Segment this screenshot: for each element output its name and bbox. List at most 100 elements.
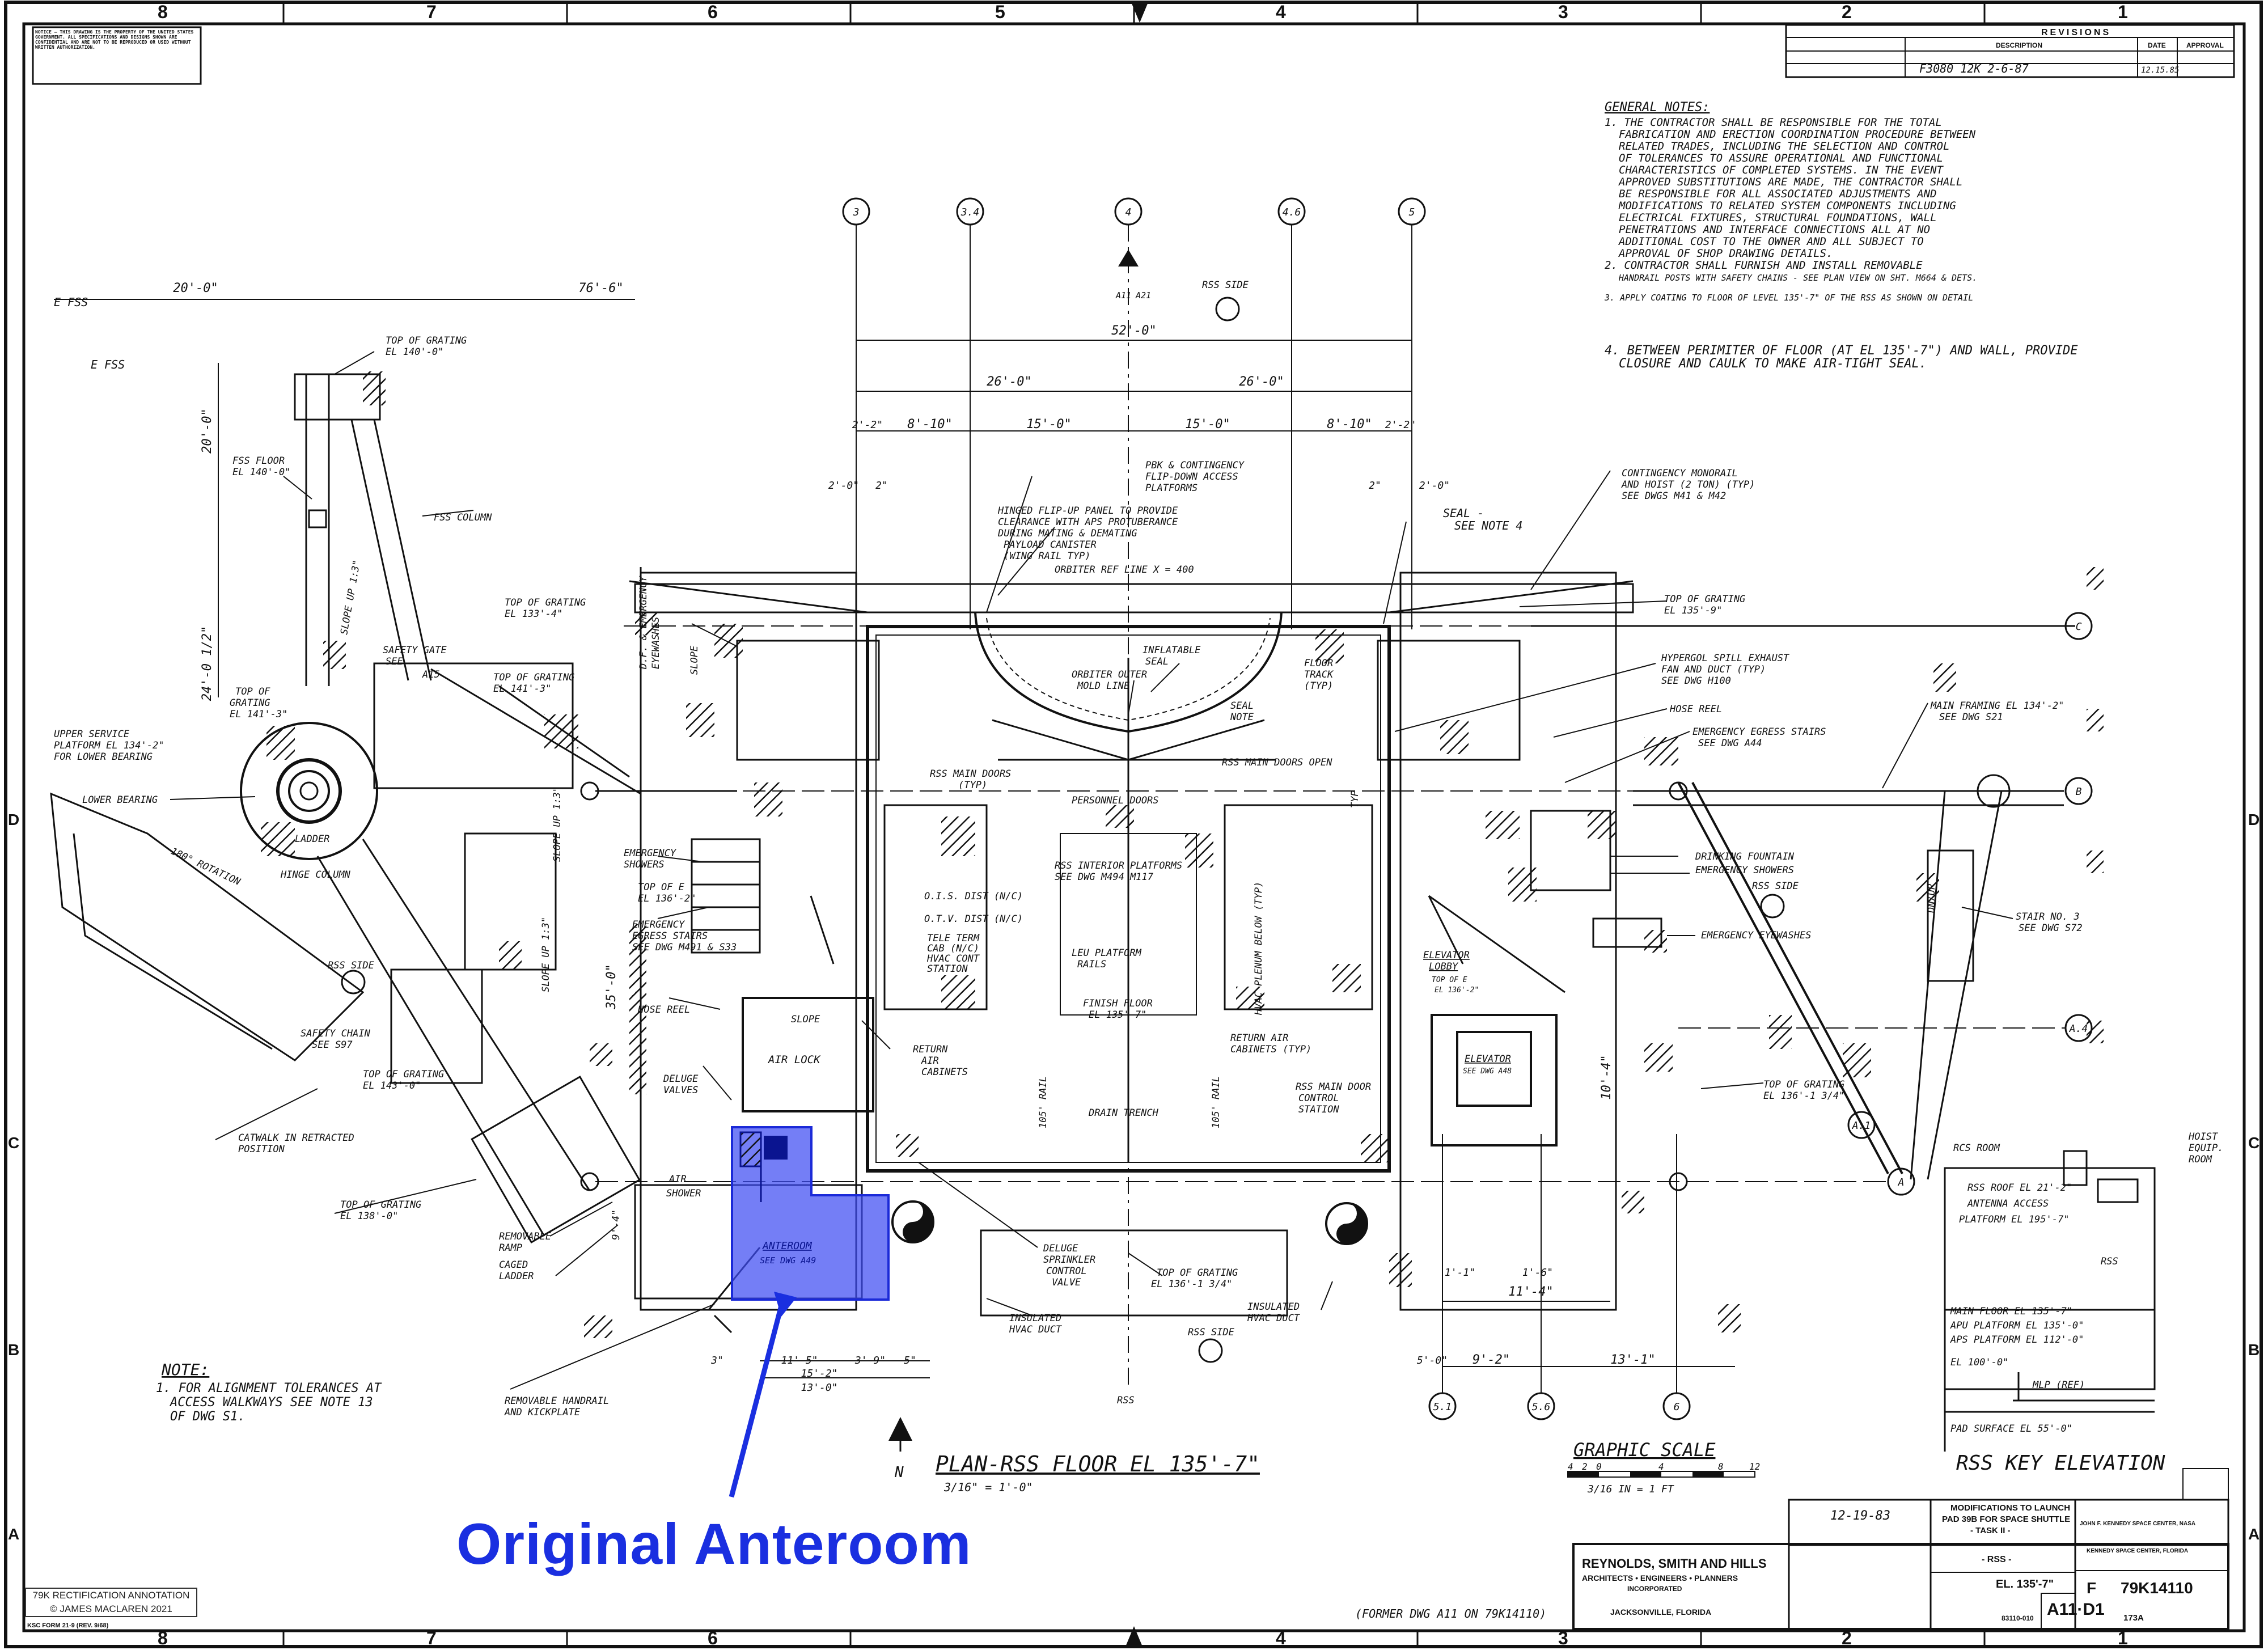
label-hinged-4: PAYLOAD CANISTER bbox=[1004, 539, 1097, 551]
label-efss: E FSS bbox=[54, 295, 88, 309]
label-el-100: EL 100'-0" bbox=[1950, 1357, 2008, 1368]
title-rss: - RSS - bbox=[1982, 1555, 2011, 1564]
general-notes: GENERAL NOTES: 1. THE CONTRACTOR SHALL B… bbox=[1604, 100, 2078, 371]
label-tele-4: STATION bbox=[927, 963, 968, 975]
note-line-7: BE RESPONSIBLE FOR ALL ASSOCIATED ADJUST… bbox=[1619, 188, 1937, 200]
label-tele-3: HVAC CONT bbox=[926, 953, 980, 964]
label-emergency-showers-1: EMERGENCY bbox=[624, 848, 677, 859]
label-hoist-equip-1: HOIST bbox=[2188, 1131, 2219, 1143]
sheet-number: A11·D1 bbox=[2047, 1600, 2105, 1619]
label-rss-roof-3: PLATFORM EL 195'-7" bbox=[1959, 1214, 2069, 1225]
label-otv: O.T.V. DIST (N/C) bbox=[924, 913, 1023, 925]
label-deluge-sprinkler-3: CONTROL bbox=[1046, 1266, 1087, 1277]
label-drinking: DRINKING FOUNTAIN bbox=[1695, 851, 1795, 862]
label-emergency-egress2-1: EMERGENCY EGRESS STAIRS bbox=[1692, 726, 1826, 738]
label-emergency-egress-1: EMERGENCY bbox=[632, 919, 686, 930]
label-rss-interior-2: SEE DWG M494 M117 bbox=[1055, 871, 1154, 883]
label-df-eyewashes-2: EYEWASHES bbox=[650, 617, 662, 669]
label-rss-roof-2: ANTENNA ACCESS bbox=[1967, 1198, 2049, 1209]
label-rss-side-2: RSS SIDE bbox=[1752, 881, 1799, 892]
title-el: EL. 135'-7" bbox=[1996, 1578, 2054, 1590]
note-line-6: APPROVED SUBSTITUTIONS ARE MADE, THE CON… bbox=[1618, 176, 1962, 188]
sheet-size: F bbox=[2087, 1579, 2096, 1597]
label-top-grating-136b-2: EL 136'-1 3/4" bbox=[1763, 1090, 1844, 1102]
dim-76-6: 76'-6" bbox=[578, 281, 623, 295]
label-top-grating-141-2: EL 141'-3" bbox=[493, 683, 551, 695]
grid-row-a-left: A bbox=[8, 1525, 19, 1543]
label-safety-gate-2: SEE bbox=[386, 656, 403, 667]
alignment-note: NOTE: 1. FOR ALIGNMENT TOLERANCES AT ACC… bbox=[156, 1360, 382, 1424]
graphic-scale-title: GRAPHIC SCALE bbox=[1573, 1439, 1716, 1461]
label-insulated-hvac2-2: HVAC DUCT bbox=[1247, 1313, 1301, 1324]
label-main-floor-3: APS PLATFORM EL 112'-0" bbox=[1950, 1334, 2084, 1346]
dim-1-6: 1'-6" bbox=[1522, 1267, 1553, 1279]
note-title: NOTE: bbox=[161, 1360, 209, 1379]
scale-mark-8: 8 bbox=[1718, 1461, 1724, 1472]
label-elevator-lobby-1: ELEVATOR bbox=[1423, 950, 1470, 961]
label-top-grating-138-1: TOP OF GRATING bbox=[340, 1199, 421, 1211]
revisions-row-description: F3080 12K 2-6-87 bbox=[1919, 62, 2029, 75]
rss-key-elevation bbox=[1944, 1150, 2156, 1452]
label-slope-2: SLOPE bbox=[791, 1014, 820, 1025]
notice-block: NOTICE — THIS DRAWING IS THE PROPERTY OF… bbox=[32, 26, 202, 85]
label-rcs-room: RCS ROOM bbox=[1953, 1143, 2000, 1154]
label-removable-handrail-2: AND KICKPLATE bbox=[504, 1407, 581, 1418]
label-emergency-egress-3: SEE DWG M491 & S33 bbox=[632, 942, 737, 953]
note-line-11: ADDITIONAL COST TO THE OWNER AND ALL SUB… bbox=[1618, 235, 1924, 248]
label-rss-main-doors-typ-2: (TYP) bbox=[958, 780, 987, 791]
label-hoist-equip-3: ROOM bbox=[2189, 1154, 2212, 1165]
label-air-shower-1: AIR bbox=[668, 1174, 687, 1185]
label-efss-2: E FSS bbox=[91, 358, 125, 371]
credit-line-1: 79K RECTIFICATION ANNOTATION bbox=[32, 1590, 190, 1601]
rss-structure bbox=[580, 572, 2075, 1311]
note-line-4: OF TOLERANCES TO ASSURE OPERATIONAL AND … bbox=[1619, 152, 1943, 164]
grid-row-a-right: A bbox=[2248, 1525, 2259, 1543]
section-marker bbox=[1118, 249, 1139, 266]
grid-col-8-bottom: 8 bbox=[158, 1628, 168, 1648]
scale-mark-4b: 4 bbox=[1658, 1461, 1664, 1472]
label-rss-key-elevation: RSS KEY ELEVATION bbox=[1956, 1452, 2165, 1475]
label-leu-2: RAILS bbox=[1077, 959, 1106, 970]
plan-scale: 3/16" = 1'-0" bbox=[943, 1480, 1033, 1494]
dim-5-in: 5" bbox=[904, 1355, 916, 1366]
label-pad-surface: PAD SURFACE EL 55'-0" bbox=[1950, 1423, 2072, 1435]
dim-20-0-vertical: 20'-0" bbox=[200, 408, 214, 453]
revisions-header-date: DATE bbox=[2148, 41, 2166, 49]
label-contingency-monorail-2: AND HOIST (2 TON) (TYP) bbox=[1621, 479, 1755, 490]
dim-8-10-right: 8'-10" bbox=[1327, 417, 1372, 431]
scale-mark-2: 2 bbox=[1582, 1461, 1588, 1472]
label-tele-2: CAB (N/C) bbox=[927, 943, 979, 954]
dim-9-4: 9'-4" bbox=[610, 1209, 622, 1240]
grid-col-5: 5 bbox=[995, 2, 1005, 22]
center-line-1: JOHN F. KENNEDY SPACE CENTER, NASA bbox=[2080, 1521, 2195, 1527]
label-elevator-lobby-3: TOP OF E bbox=[1432, 976, 1467, 984]
leader-lines bbox=[170, 351, 2013, 1390]
dim-15-0-left: 15'-0" bbox=[1026, 417, 1071, 431]
grid-col-7: 7 bbox=[426, 2, 437, 22]
label-safety-gate-1: SAFETY GATE bbox=[383, 645, 447, 656]
label-top-grating-136-2: EL 136'-1 3/4" bbox=[1151, 1279, 1232, 1290]
drawing-labels: E FSS E FSS TOP OF GRATING EL 140'-0" FS… bbox=[54, 280, 2223, 1475]
label-top-grating-141b-1: TOP OF bbox=[235, 686, 270, 697]
label-rss-main-doors-typ-1: RSS MAIN DOORS bbox=[930, 768, 1011, 780]
label-rss-main-door-ctrl-3: STATION bbox=[1298, 1104, 1339, 1115]
label-pbk-3: PLATFORMS bbox=[1145, 483, 1198, 494]
top-center-mark bbox=[1131, 2, 1148, 23]
grid-col-3: 3 bbox=[1558, 2, 1568, 22]
bottom-bubble-5-1: 5.1 bbox=[1433, 1401, 1452, 1413]
label-down-up: DN/UP bbox=[1926, 884, 1937, 913]
label-drain-trench: DRAIN TRENCH bbox=[1088, 1107, 1159, 1119]
label-hypergol-1: HYPERGOL SPILL EXHAUST bbox=[1661, 653, 1790, 664]
label-upper-service-1: UPPER SERVICE bbox=[54, 729, 130, 740]
revisions-row-date: 12.15.85 bbox=[2141, 66, 2179, 75]
label-return-air-1: RETURN bbox=[913, 1044, 948, 1055]
label-ladder: LADDER bbox=[295, 834, 329, 845]
dim-2-in-left: 2" bbox=[875, 480, 888, 492]
label-rss-main-doors-open: RSS MAIN DOORS OPEN bbox=[1222, 757, 1332, 768]
label-deluge-sprinkler-1: DELUGE bbox=[1043, 1243, 1078, 1254]
label-slope-up-vertical-3: SLOPE UP 1:3" bbox=[540, 917, 552, 992]
label-rss-side-4: RSS SIDE bbox=[328, 960, 375, 971]
label-df-eyewashes-1: D.F. & EMERGENCY bbox=[638, 575, 649, 670]
firm-name: REYNOLDS, SMITH AND HILLS bbox=[1582, 1556, 1767, 1571]
bottom-bubble-5-6: 5.6 bbox=[1532, 1401, 1551, 1413]
